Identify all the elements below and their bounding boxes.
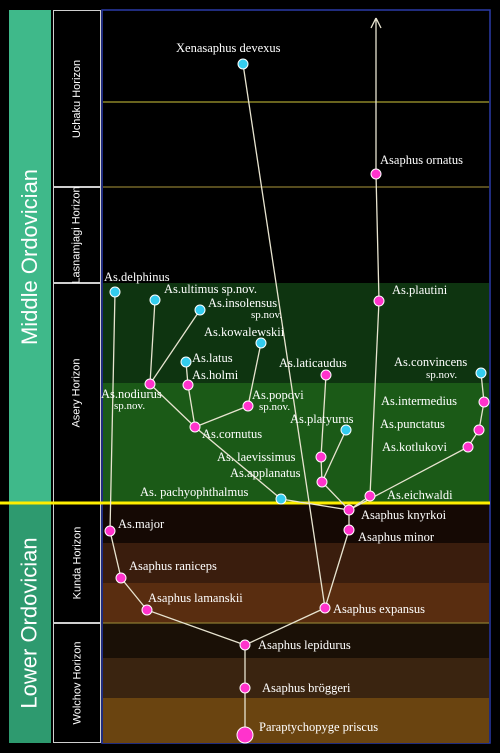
label-as-plautini: As.plautini (392, 283, 448, 297)
band-kunda-1 (103, 503, 489, 543)
band-kunda-2 (103, 543, 489, 583)
label-as-laevissimus: As. laevissimus (217, 450, 296, 464)
node-as-popovi[interactable] (242, 400, 254, 412)
label-as-intermedius: As.intermedius (381, 394, 457, 408)
node-as-intermedius[interactable] (478, 396, 490, 408)
taxon-labels: Xenasaphus devexus Asaphus ornatus As.de… (101, 41, 467, 734)
label-as-platyurus: As.platyurus (290, 412, 354, 426)
node-as-insolensus[interactable] (194, 304, 206, 316)
label-asaphus-knyrkoi: Asaphus knyrkoi (361, 508, 447, 522)
band-wolchov-1 (103, 623, 489, 658)
label-as-delphinus: As.delphinus (104, 270, 170, 284)
node-as-major[interactable] (104, 525, 116, 537)
label-as-convincens-note: sp.nov. (426, 369, 457, 381)
node-as-holmi[interactable] (182, 379, 194, 391)
band-asery-lower (103, 383, 489, 503)
era-lower-ordovician: Lower Ordovician (9, 503, 51, 743)
band-kunda-3 (103, 583, 489, 623)
node-as-cornutus[interactable] (189, 421, 201, 433)
label-asaphus-expansus: Asaphus expansus (333, 602, 425, 616)
label-as-laticaudus: As.laticaudus (279, 356, 347, 370)
horizon-lasnamjagi: Lasnamjagi Horizon (53, 186, 101, 284)
node-as-platyurus[interactable] (340, 424, 352, 436)
node-as-ultimus[interactable] (149, 294, 161, 306)
label-as-popovi: As.popovi (252, 388, 304, 402)
horizon-asery: Asery Horizon (53, 283, 101, 503)
node-as-nodiurus[interactable] (144, 378, 156, 390)
horizon-uchaku: Uchaku Horizon (53, 10, 101, 187)
label-as-punctatus: As.punctatus (380, 417, 445, 431)
node-asaphus-lepidurus[interactable] (239, 639, 251, 651)
terminal-nodes (109, 58, 487, 505)
band-asery-upper (103, 283, 489, 383)
label-as-latus: As.latus (192, 351, 233, 365)
band-wolchov-2 (103, 658, 489, 698)
node-asaphus-lamanskii[interactable] (141, 604, 153, 616)
label-asaphus-lamanskii: Asaphus lamanskii (148, 591, 243, 605)
descendant-nodes (104, 168, 490, 744)
label-xenasaphus-devexus: Xenasaphus devexus (176, 41, 281, 55)
label-as-applanatus: As.applanatus (230, 466, 301, 480)
label-asaphus-ornatus: Asaphus ornatus (380, 153, 463, 167)
label-as-nodiurus-note: sp.nov. (114, 400, 145, 412)
label-asaphus-minor: Asaphus minor (358, 530, 435, 544)
label-as-cornutus: As.cornutus (202, 427, 262, 441)
era-middle-ordovician: Middle Ordovician (9, 10, 51, 503)
node-as-applanatus[interactable] (316, 476, 328, 488)
label-as-kowalewskii: As.kowalewskii (204, 325, 285, 339)
node-as-latus[interactable] (180, 356, 192, 368)
node-as-delphinus[interactable] (109, 286, 121, 298)
node-paraptychopyge-priscus[interactable] (236, 726, 254, 744)
node-as-kotlukovi[interactable] (462, 441, 474, 453)
label-asaphus-lepidurus: Asaphus lepidurus (258, 638, 351, 652)
node-asaphus-expansus[interactable] (319, 602, 331, 614)
label-as-ultimus: As.ultimus sp.nov. (164, 282, 257, 296)
label-as-popovi-note: sp.nov. (259, 401, 290, 413)
node-xenasaphus-devexus[interactable] (237, 58, 249, 70)
label-paraptychopyge-priscus: Paraptychopyge priscus (259, 720, 378, 734)
label-as-kotlukovi: As.kotlukovi (382, 440, 447, 454)
label-as-insolensus-note: sp.nov. (251, 309, 282, 321)
label-as-major: As.major (118, 517, 165, 531)
node-asaphus-broggeri[interactable] (239, 682, 251, 694)
horizon-kunda: Kunda Horizon (53, 503, 101, 623)
node-as-punctatus[interactable] (473, 424, 485, 436)
label-as-pachyophthalmus: As. pachyophthalmus (140, 485, 248, 499)
horizon-wolchov: Wolchov Horizon (53, 623, 101, 743)
node-asaphus-minor[interactable] (343, 524, 355, 536)
node-as-laevissimus[interactable] (315, 451, 327, 463)
band-wolchov-3 (103, 698, 489, 743)
label-as-eichwaldi: As.eichwaldi (387, 488, 453, 502)
label-as-convincens: As.convincens (394, 355, 467, 369)
node-as-convincens[interactable] (475, 367, 487, 379)
node-asaphus-raniceps[interactable] (115, 572, 127, 584)
node-as-pachyophthalmus[interactable] (275, 493, 287, 505)
node-asaphus-ornatus[interactable] (370, 168, 382, 180)
node-asaphus-knyrkoi[interactable] (343, 504, 355, 516)
node-as-laticaudus[interactable] (320, 369, 332, 381)
label-as-insolensus: As.insolensus (208, 296, 277, 310)
label-as-holmi: As.holmi (192, 368, 239, 382)
node-as-eichwaldi[interactable] (364, 490, 376, 502)
label-asaphus-broggeri: Asaphus bröggeri (262, 681, 351, 695)
node-as-kowalewskii[interactable] (255, 337, 267, 349)
label-asaphus-raniceps: Asaphus raniceps (129, 559, 217, 573)
label-as-nodiurus: As.nodiurus (101, 387, 162, 401)
node-as-plautini[interactable] (373, 295, 385, 307)
